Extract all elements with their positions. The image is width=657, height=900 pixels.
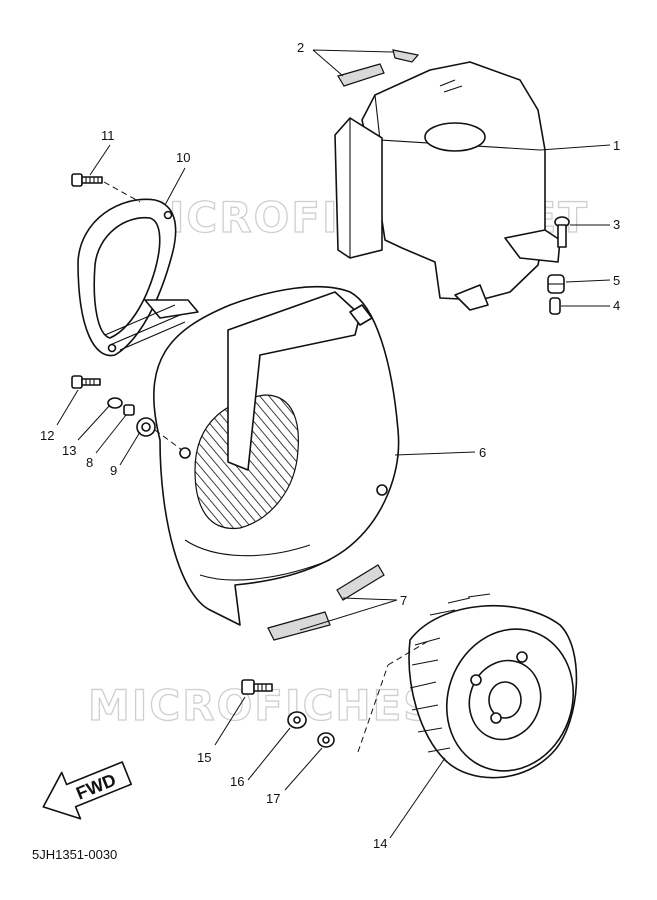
callout-1: 1 [613, 138, 620, 153]
callout-15: 15 [197, 750, 211, 765]
part-7-strips [267, 564, 385, 641]
part-17-lock-washer [317, 732, 335, 748]
callout-10: 10 [176, 150, 190, 165]
callout-9: 9 [110, 463, 117, 478]
callout-11: 11 [101, 128, 115, 143]
part-16-washer [287, 711, 307, 729]
callout-2: 2 [297, 40, 304, 55]
fwd-arrow-icon: FWD [42, 761, 133, 820]
callout-8: 8 [86, 455, 93, 470]
callout-14: 14 [373, 836, 387, 851]
part-3-bolt [554, 216, 570, 248]
part-14-fan [357, 593, 578, 779]
part-9-grommet [136, 417, 183, 451]
part-2-strips [337, 49, 420, 87]
callout-7: 7 [400, 593, 407, 608]
callout-16: 16 [230, 774, 244, 789]
part-12-bolt [71, 375, 101, 389]
part-5-grommet [547, 274, 565, 294]
callout-17: 17 [266, 791, 280, 806]
callouts: 1 2 3 4 5 6 7 8 9 10 11 12 13 14 15 16 1… [40, 40, 620, 851]
callout-13: 13 [62, 443, 76, 458]
callout-3: 3 [613, 217, 620, 232]
part-15-bolt [241, 679, 273, 695]
part-13-washer [107, 397, 123, 409]
part-11-screw [71, 173, 141, 203]
part-10-ring [77, 198, 199, 357]
diagram-code: 5JH1351-0030 [32, 847, 118, 862]
part-4-collar [549, 297, 561, 315]
part-6-shroud [153, 285, 400, 626]
callout-6: 6 [479, 445, 486, 460]
callout-5: 5 [613, 273, 620, 288]
callout-12: 12 [40, 428, 54, 443]
part-1-cover [334, 61, 561, 311]
part-8-collar [123, 404, 135, 416]
callout-4: 4 [613, 298, 620, 313]
leader-lines [56, 49, 611, 839]
